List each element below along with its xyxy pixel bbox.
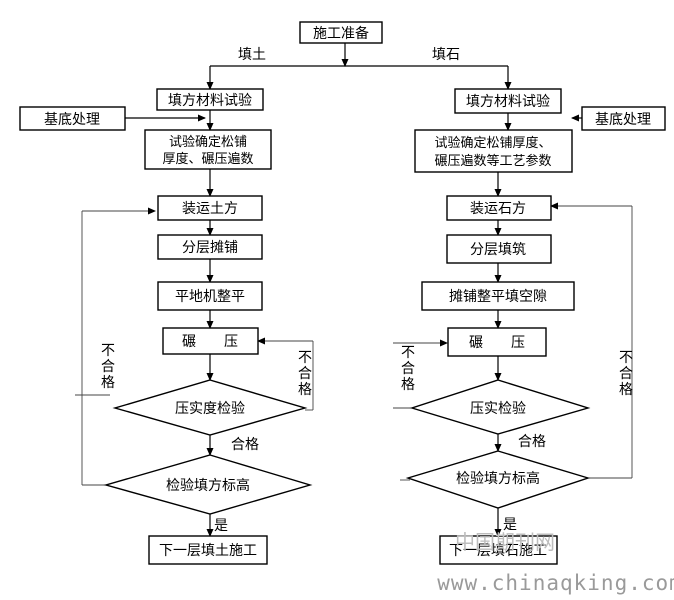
right-param-line2: 碾压遍数等工艺参数 — [434, 153, 551, 169]
left-elevation-check-diamond — [103, 454, 313, 515]
left-compaction-check-label: 压实度检验 — [175, 401, 245, 417]
left-yes-label: 是 — [214, 518, 228, 534]
left-next-layer-box — [148, 535, 268, 565]
watermark-cn: 中国期刊网 — [455, 530, 555, 554]
left-next-layer-label: 下一层填土施工 — [159, 543, 257, 559]
left-base-treatment-box — [19, 106, 126, 131]
left-material-test-box — [156, 88, 264, 111]
right-next-layer-label: 下一层填石施工 — [449, 543, 547, 559]
right-roll-label: 碾 压 — [469, 335, 525, 351]
watermark-url: www.chinaqking.com — [437, 571, 674, 595]
left-level-label: 平地机整平 — [175, 289, 245, 305]
left-fail-inner-label: 不合格 — [298, 350, 312, 398]
left-spread-label: 分层摊铺 — [182, 240, 238, 256]
left-spread-box — [157, 234, 263, 260]
left-pass-label: 合格 — [231, 437, 259, 453]
start-label: 施工准备 — [313, 25, 369, 42]
left-base-treatment-label: 基底处理 — [44, 111, 100, 128]
right-fill-box — [446, 234, 552, 264]
right-compaction-check-label: 压实检验 — [470, 401, 526, 417]
right-material-test-label: 填方材料试验 — [466, 94, 550, 110]
left-load-label: 装运土方 — [182, 201, 238, 217]
right-material-test-box — [454, 88, 562, 114]
left-level-box — [157, 281, 263, 311]
right-yes-label: 是 — [503, 517, 517, 533]
left-param-line2: 厚度、碾压遍数 — [162, 151, 253, 167]
right-roll-box — [447, 327, 547, 357]
start-box — [299, 21, 383, 44]
right-load-label: 装运石方 — [470, 201, 526, 217]
right-fail-outer-label: 不合格 — [619, 350, 633, 398]
left-param-line1: 试验确定松铺 — [169, 134, 247, 150]
branch-right-label: 填石 — [432, 47, 460, 63]
branch-left-label: 填土 — [238, 47, 266, 63]
right-param-line1: 试验确定松铺厚度、 — [434, 135, 551, 151]
left-elevation-check-label: 检验填方标高 — [166, 477, 250, 494]
right-load-box — [446, 195, 552, 221]
right-fail-inner-label: 不合格 — [401, 345, 415, 393]
right-elevation-check-diamond — [405, 450, 591, 509]
left-param-box — [144, 129, 272, 170]
left-fail-outer-label: 不合格 — [101, 343, 115, 391]
right-level-box — [421, 281, 575, 311]
left-material-test-label: 填方材料试验 — [168, 93, 252, 109]
right-next-layer-box — [439, 535, 558, 565]
left-compaction-check-diamond — [112, 379, 308, 436]
right-elevation-check-label: 检验填方标高 — [456, 470, 540, 487]
right-base-treatment-box — [581, 106, 666, 131]
right-fill-label: 分层填筑 — [470, 242, 526, 258]
right-base-treatment-label: 基底处理 — [595, 111, 651, 128]
right-level-label: 摊铺整平填空隙 — [449, 289, 547, 305]
left-roll-box — [162, 327, 259, 355]
left-load-box — [157, 195, 263, 221]
right-compaction-check-diamond — [409, 379, 591, 435]
right-param-box — [414, 129, 573, 173]
right-pass-label: 合格 — [518, 434, 546, 450]
connectors — [75, 43, 633, 537]
left-roll-label: 碾 压 — [182, 334, 238, 350]
